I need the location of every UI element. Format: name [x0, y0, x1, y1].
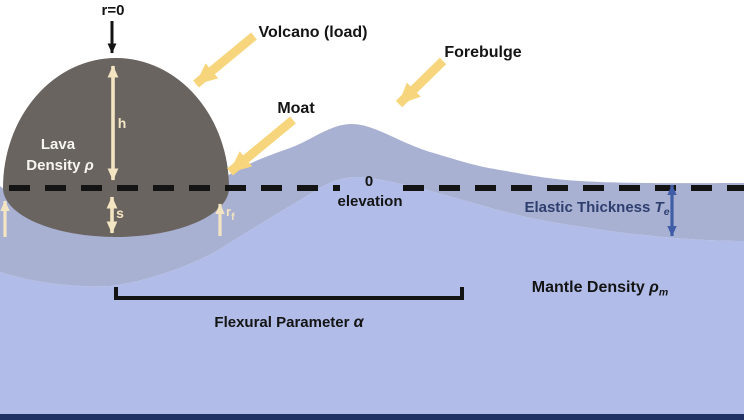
flexural-parameter-symbol: α — [354, 314, 365, 331]
flexural-parameter-label: Flexural Parameter α — [214, 314, 364, 331]
zero-elevation-value: 0 — [365, 173, 373, 190]
mantle-density-words: Mantle Density — [532, 279, 649, 296]
elevation-label: elevation — [337, 193, 402, 210]
r-zero-label: r=0 — [102, 2, 125, 19]
elastic-thickness-sub: e — [664, 206, 670, 218]
moat-label: Moat — [277, 100, 315, 117]
forebulge-label: Forebulge — [444, 44, 521, 61]
mantle-density-label: Mantle Density ρm — [532, 279, 668, 299]
mantle-density-symbol: ρ — [648, 279, 659, 296]
callout-arrows — [193, 32, 447, 176]
footer-bar — [0, 414, 744, 420]
height-h-label: h — [118, 115, 127, 131]
elastic-thickness-words: Elastic Thickness — [524, 199, 654, 216]
elastic-thickness-label: Elastic Thickness Te — [524, 199, 669, 218]
flexural-parameter-bracket — [114, 287, 464, 300]
elastic-plate-layer — [0, 124, 744, 287]
elastic-thickness-symbol: T — [655, 199, 666, 216]
flexural-parameter-words: Flexural Parameter — [214, 314, 353, 331]
flexure-radius-sub: f — [231, 211, 235, 223]
flexure-radius-label: rf — [226, 204, 235, 223]
mantle-density-sub: m — [659, 287, 668, 299]
lava-density-word: Density — [26, 157, 84, 174]
lava-density-symbol: ρ — [84, 157, 94, 174]
moat-callout-arrow — [227, 116, 296, 176]
volcano-load-label: Volcano (load) — [258, 24, 367, 41]
volcano-callout-arrow — [193, 32, 257, 88]
flexure-radius-base: r — [226, 204, 231, 219]
volcano-dome — [3, 58, 229, 237]
forebulge-callout-arrow — [395, 57, 447, 108]
lava-label-line1: Lava — [41, 136, 76, 153]
subsidence-s-label: s — [116, 205, 124, 221]
lava-label-line2: Density ρ — [26, 157, 93, 174]
